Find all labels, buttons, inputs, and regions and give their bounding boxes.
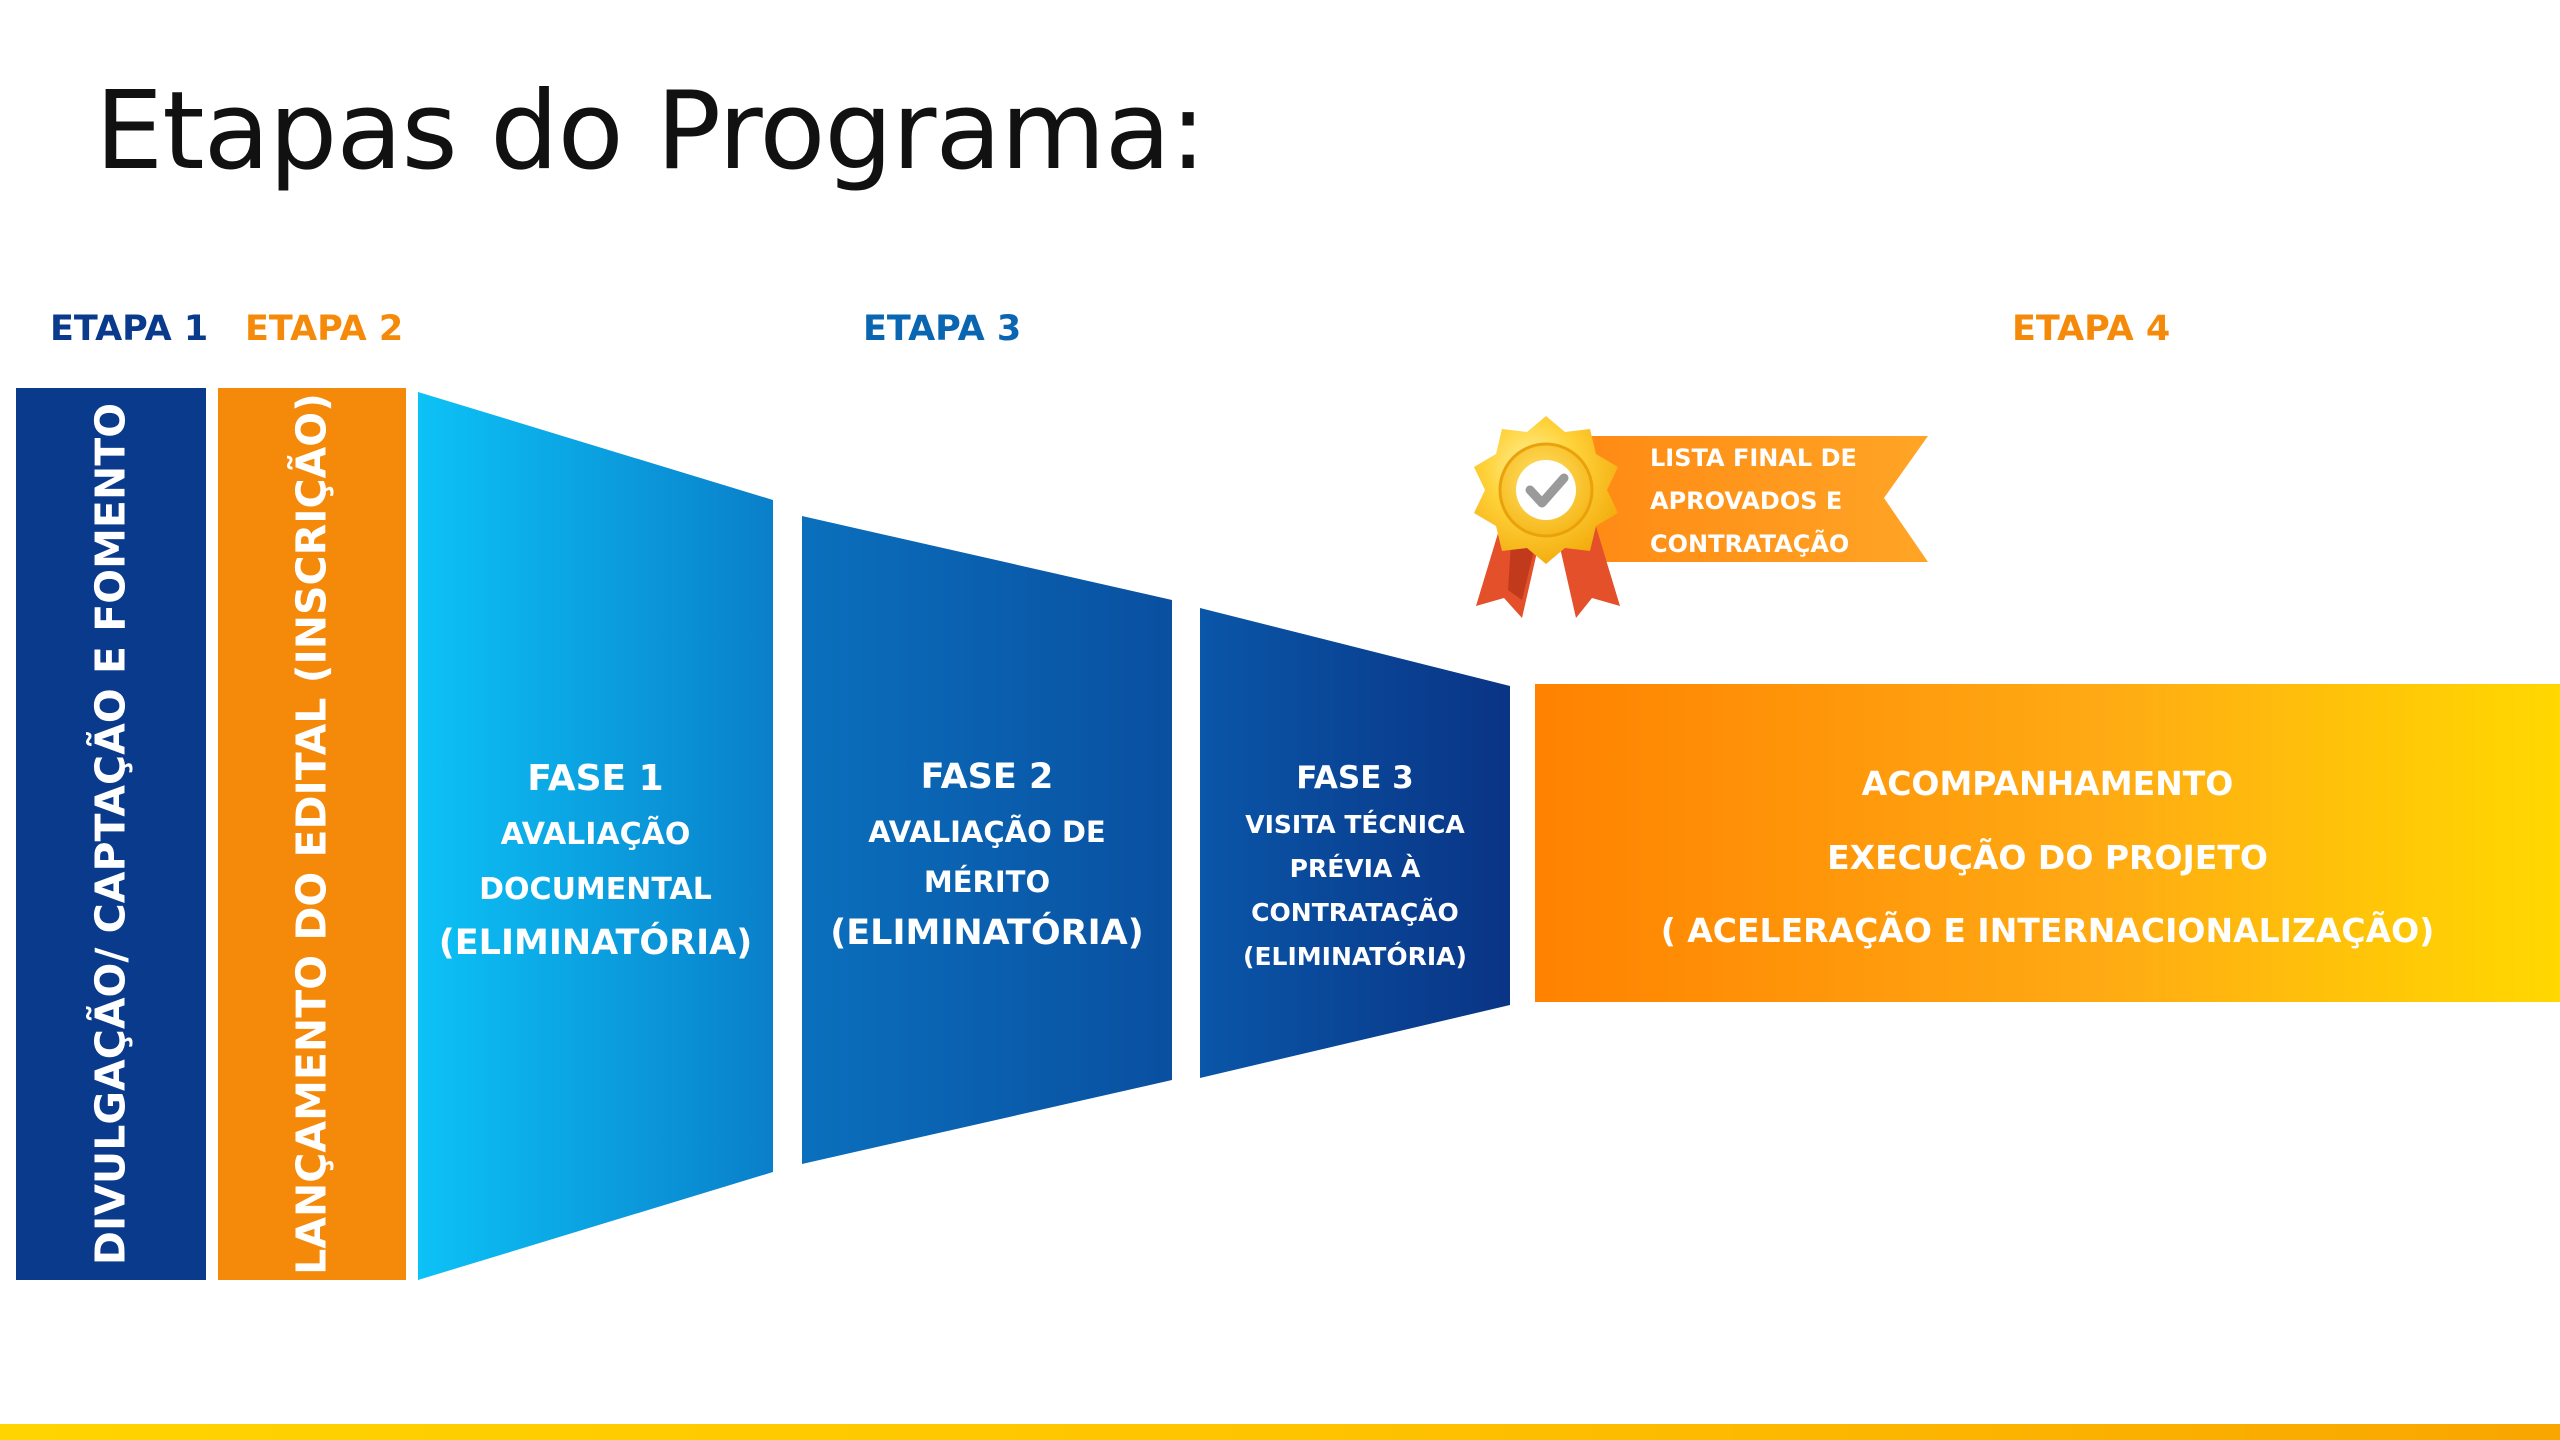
- phase2-line1: AVALIAÇÃO DE: [868, 815, 1106, 849]
- phase3-note: (ELIMINATÓRIA): [1243, 941, 1467, 971]
- badge-ribbon: [1585, 436, 1928, 562]
- phase1-panel: [418, 392, 773, 1280]
- stage1-bar: DIVULGAÇÃO/ CAPTAÇÃO E FOMENTO: [16, 388, 206, 1280]
- check-icon: [1525, 473, 1569, 508]
- phase1-line1: AVALIAÇÃO: [500, 816, 691, 852]
- stage-label-4: ETAPA 4: [2012, 309, 2171, 349]
- phase1-text: FASE 1 AVALIAÇÃO DOCUMENTAL (ELIMINATÓRI…: [418, 740, 773, 980]
- badge-text: LISTA FINAL DE APROVADOS E CONTRATAÇÃO: [1650, 437, 1857, 566]
- phase1-note: (ELIMINATÓRIA): [438, 922, 753, 963]
- phase3-title: FASE 3: [1296, 759, 1414, 796]
- phase2-line2: MÉRITO: [923, 865, 1051, 899]
- stage-label-2: ETAPA 2: [245, 309, 404, 349]
- stage4-bar: [1535, 684, 2560, 1002]
- stage4-line3: ( ACELERAÇÃO E INTERNACIONALIZAÇÃO): [1660, 911, 2435, 950]
- phase3-line2: PRÉVIA À: [1289, 853, 1421, 883]
- badge-line1: LISTA FINAL DE: [1650, 444, 1857, 472]
- phase1-title: FASE 1: [527, 757, 664, 799]
- phase3-line3: CONTRATAÇÃO: [1251, 897, 1459, 927]
- stage4-text: ACOMPANHAMENTO EXECUÇÃO DO PROJETO ( ACE…: [1535, 764, 2560, 950]
- badge-line2: APROVADOS E: [1650, 487, 1843, 515]
- phase3-panel: [1200, 608, 1510, 1078]
- award-medal-icon: [1474, 416, 1618, 564]
- stage-label-1: ETAPA 1: [50, 309, 209, 349]
- stage4-line2: EXECUÇÃO DO PROJETO: [1827, 837, 2268, 877]
- phase2-panel: [802, 516, 1172, 1164]
- page-title: Etapas do Programa:: [95, 69, 1206, 194]
- phase3-text: FASE 3 VISITA TÉCNICA PRÉVIA À CONTRATAÇ…: [1200, 745, 1510, 985]
- phase2-title: FASE 2: [920, 757, 1054, 797]
- stage-label-3: ETAPA 3: [863, 309, 1022, 349]
- stage4-line1: ACOMPANHAMENTO: [1861, 764, 2234, 803]
- phase2-note: (ELIMINATÓRIA): [830, 913, 1144, 953]
- phase1-line2: DOCUMENTAL: [479, 871, 712, 907]
- stage2-bar: LANÇAMENTO DO EDITAL (INSCRIÇÃO): [218, 388, 406, 1280]
- phase2-text: FASE 2 AVALIAÇÃO DE MÉRITO (ELIMINATÓRIA…: [802, 740, 1172, 970]
- phase3-line1: VISITA TÉCNICA: [1245, 809, 1465, 839]
- bottom-accent-line: [0, 1424, 2560, 1440]
- badge-line3: CONTRATAÇÃO: [1650, 530, 1850, 558]
